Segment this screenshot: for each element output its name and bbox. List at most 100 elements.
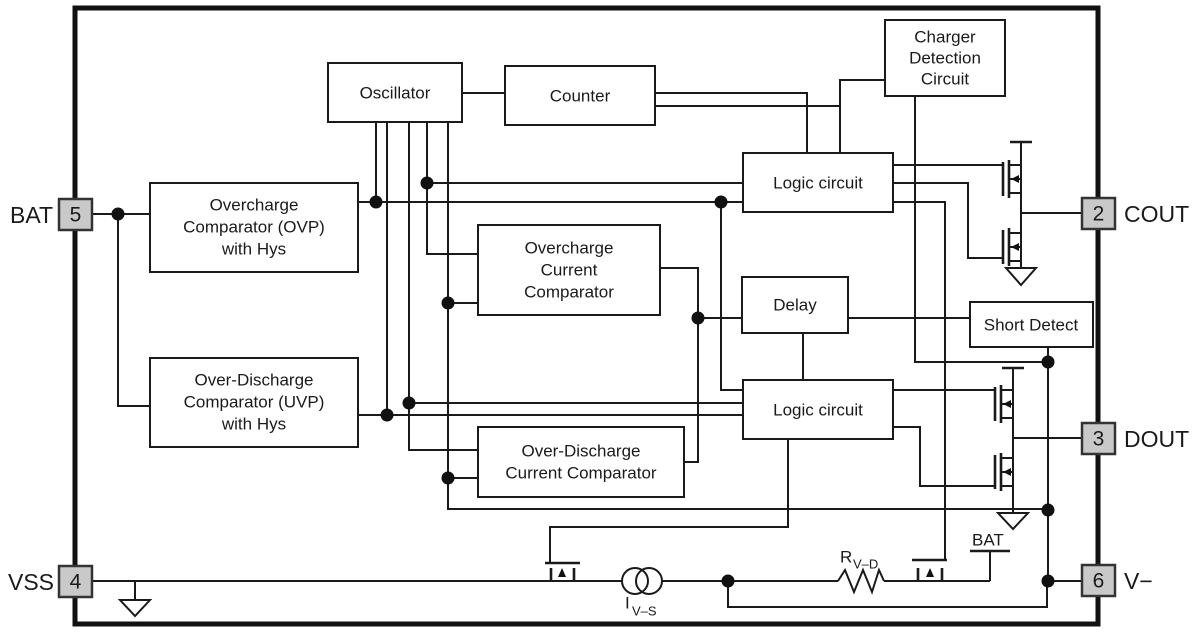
pin-vminus-label: V−: [1124, 568, 1153, 594]
pin-vss-square: [57, 564, 94, 599]
battery-rail-icon: [970, 549, 1010, 581]
mosfet-arrow-icon: [1011, 243, 1019, 251]
pin-cout-number: 2: [1093, 203, 1105, 226]
mosfet-arrow-icon: [926, 568, 934, 577]
svg-text:Current: Current: [541, 261, 598, 280]
junction-dot: [441, 296, 455, 310]
block-charger-detection-box: [884, 19, 1006, 97]
resistor-label-sub: V–D: [853, 557, 878, 572]
junction-dot: [714, 195, 728, 209]
current-source-icon: [621, 567, 663, 595]
resistor-icon: [837, 567, 885, 595]
mosfet-arrow-icon: [1003, 400, 1011, 408]
current-source-label-sub: V–S: [632, 604, 657, 619]
svg-text:Comparator (UVP): Comparator (UVP): [184, 393, 325, 412]
block-logic1-label: Logic circuit: [773, 174, 863, 193]
junction-dot: [1041, 355, 1055, 369]
block-oscillator-box: [327, 62, 463, 123]
wire-osc-bus3: [408, 122, 478, 451]
wire-cdc-logic1: [839, 79, 885, 153]
wire-logic2-t3gate: [549, 439, 789, 563]
wire-logic1-gate2: [893, 182, 1003, 259]
svg-text:with Hys: with Hys: [221, 415, 286, 434]
block-occ-box: [477, 224, 661, 316]
block-occ-label: Overcharge: [525, 239, 614, 258]
junction-dot: [441, 471, 455, 485]
wire-osc-bus5: [447, 122, 1047, 510]
mosfet-arrow-icon: [558, 568, 566, 577]
block-oscillator-label: Oscillator: [360, 84, 431, 103]
block-logic2-label: Logic circuit: [773, 401, 863, 420]
mosfet-dout-high: [993, 385, 1014, 458]
wire-vminus-loop: [727, 581, 1048, 608]
pin-bat-square: [57, 197, 94, 232]
pin-vss-label: VSS: [8, 569, 54, 595]
block-short-detect-box: [969, 301, 1094, 348]
junction-dot: [1041, 574, 1055, 588]
supply-bars: [1002, 140, 1032, 390]
wire-osc-bus4: [426, 122, 478, 255]
blocks: Oscillator Counter Charger Detection Cir…: [149, 19, 1094, 498]
block-logic1-box: [742, 152, 894, 213]
pin-vminus-square: [1080, 563, 1117, 598]
mosfet-dout-low: [993, 453, 1014, 491]
ground-icon: [1003, 267, 1039, 287]
pins: 5 BAT 4 VSS 2 COUT 3 DOUT 6 V−: [8, 196, 1189, 599]
junction-dot: [402, 396, 416, 410]
block-delay-label: Delay: [773, 296, 817, 315]
wire-logic1-t4gate: [893, 201, 946, 560]
wires: [92, 79, 1082, 608]
junction-dot: [1041, 503, 1055, 517]
mosfet-cout-high: [1001, 160, 1022, 233]
pin-cout-square: [1080, 196, 1117, 231]
block-counter-label: Counter: [550, 87, 611, 106]
wire-ovp-logic2-branch: [720, 202, 743, 391]
wire-occ-odcc-out: [660, 267, 699, 463]
mosfet-arrow-icon: [1011, 175, 1019, 183]
junction-dot: [420, 176, 434, 190]
junction-dot: [691, 311, 705, 325]
svg-text:Circuit: Circuit: [921, 70, 969, 89]
svg-text:Comparator: Comparator: [524, 283, 614, 302]
mosfet-cout-low: [1001, 228, 1022, 266]
block-uvp-label: Over-Discharge: [194, 371, 313, 390]
block-uvp-box: [149, 357, 359, 448]
block-odcc-box: [477, 426, 685, 498]
block-counter-box: [504, 65, 656, 126]
current-source-label-base: I: [625, 594, 630, 613]
block-odcc-label: Over-Discharge: [521, 442, 640, 461]
wire-logic2-gate2: [893, 426, 995, 487]
pin-dout-square: [1080, 421, 1117, 456]
junction-dot: [721, 574, 735, 588]
pin-dout-number: 3: [1093, 428, 1105, 451]
block-charger-detection-label: Charger: [914, 28, 976, 47]
svg-text:Comparator (OVP): Comparator (OVP): [183, 218, 325, 237]
svg-text:Current Comparator: Current Comparator: [505, 464, 657, 483]
pin-vss-number: 4: [70, 571, 82, 594]
pin-cout-label: COUT: [1124, 201, 1189, 227]
ground-icon: [995, 512, 1031, 531]
block-ovp-box: [149, 182, 359, 273]
bat-rail-label: BAT: [972, 531, 1004, 550]
junction-dot: [369, 195, 383, 209]
pin-dout-label: DOUT: [1124, 426, 1189, 452]
block-logic2-box: [742, 379, 894, 440]
ic-outline: [72, 5, 1101, 627]
pin-bat-number: 5: [70, 204, 82, 227]
wire-cdc-down: [914, 96, 1048, 363]
resistor-label-base: R: [840, 548, 852, 567]
annotations: BAT I V–S R V–D: [625, 531, 1004, 619]
svg-text:with Hys: with Hys: [221, 240, 286, 259]
pin-bat-label: BAT: [10, 202, 53, 228]
pin-vminus-number: 6: [1093, 570, 1105, 593]
junction-dot: [111, 207, 125, 221]
wire-bat-to-uvp: [117, 214, 150, 407]
block-delay-box: [741, 276, 849, 334]
mosfet-vminus-sense: [912, 558, 947, 581]
ground-icons: [117, 261, 1039, 618]
mosfet-arrow-icon: [1003, 468, 1011, 476]
svg-text:Detection: Detection: [909, 49, 981, 68]
mosfet-vss-sense: [545, 561, 580, 581]
block-short-detect-label: Short Detect: [984, 316, 1079, 335]
